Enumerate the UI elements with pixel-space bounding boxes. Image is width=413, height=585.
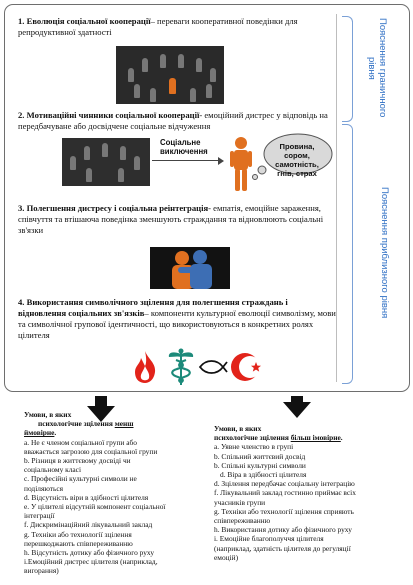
more-likely-conditions: Умови, в яких психологічне зцілення біль… (214, 424, 410, 562)
less-likely-emphasis: менш (114, 419, 134, 429)
proximal-level-label: Пояснення приблизного рівня (379, 187, 390, 319)
list-item: учасників групи (214, 497, 266, 507)
comfort-hug-image (150, 247, 230, 289)
list-item: вигорання) (24, 566, 59, 576)
section-3-number: 3. (18, 203, 25, 213)
section-3-title: Полегшення дистресу і соціальна реінтегр… (26, 203, 209, 213)
list-item: вважається загрозою для соціальної групи (24, 446, 158, 456)
list-item: (наприклад, здатність цілителя до регуля… (214, 543, 351, 553)
boundary-level-brace (342, 16, 353, 122)
list-item: e. У цілителі відсутній компонент соціал… (24, 502, 166, 512)
person-icon (169, 78, 176, 94)
list-item: h. Використання дотику або фізичного рух… (214, 525, 352, 535)
proximal-level-brace (342, 124, 353, 384)
list-item: b. Різниця в життєвому досвіді чи (24, 456, 131, 466)
diagram-frame (4, 4, 410, 392)
thought-bubble (252, 133, 333, 180)
section-4-text: 4. Використання символічного зцілення дл… (18, 297, 336, 341)
list-item: соціальному класі (24, 465, 82, 475)
list-item: f. Лікувальний заклад гостинно приймає в… (214, 488, 356, 498)
section-3-description: - емпатія, емоційне зараження, співчуття… (18, 203, 324, 235)
list-item: a. Уявне членство в групі (214, 442, 294, 452)
section-1-title: Еволюція соціальної кооперації (26, 16, 151, 26)
section-2-description: - емоційний дистрес у відповідь на перед… (18, 110, 328, 131)
social-exclusion-label: Соціальне виключення (160, 138, 208, 156)
list-item: i.Емоційний дистрес цілителя (наприклад, (24, 557, 158, 567)
emotions-text: Провина, сором, самотність, гнів, страх (275, 142, 319, 178)
list-item: c. Професійні культурні символи не (24, 474, 137, 484)
vertical-divider (336, 14, 337, 382)
list-item: d. Віра в здібності цілителя (220, 470, 307, 480)
flame-icon (135, 351, 156, 383)
list-item: емоцій) (214, 552, 239, 562)
fish-icon (198, 360, 228, 374)
section-1-text: 1. Еволюція соціальної кооперації– перев… (18, 16, 336, 38)
list-item: b. Спільні культурні символи (214, 460, 306, 470)
list-item: d. Відсутність віри в здібності цілителя (24, 492, 149, 502)
section-1-number: 1. (18, 16, 25, 26)
boundary-level-label: Пояснення граничного рівня (366, 18, 388, 118)
less-likely-conditions: Умови, в яких психологічне зцілення менш… (24, 410, 204, 576)
list-item: h. Відсутність дотику або фізичного руху (24, 548, 155, 558)
less-likely-emphasis-2: ймовірне (24, 428, 55, 438)
crowd-circle-image (116, 46, 224, 104)
list-item: перешкоджають співпереживанню (24, 538, 133, 548)
list-item: d. Зцілення передбачає соціальну інтегра… (214, 479, 355, 489)
more-likely-heading-2: психологічне зцілення (214, 433, 289, 443)
section-2-text: 2. Мотиваційні чинники соціальної коопер… (18, 110, 336, 132)
more-likely-heading-end: . (340, 433, 343, 443)
list-item: a. Не є членом соціальної групи або (24, 437, 137, 447)
less-likely-heading: психологічне зцілення менш (24, 419, 204, 428)
section-4-number: 4. (18, 297, 25, 307)
more-likely-emphasis: більш імовірне (290, 433, 341, 443)
less-likely-heading-1: Умови, в яких (24, 410, 72, 419)
list-item: b. Спільний життєвий досвід (214, 451, 306, 461)
list-item: поділяються (24, 483, 64, 493)
section-2-number: 2. (18, 110, 25, 120)
left-down-arrow (87, 406, 115, 422)
more-likely-heading: психологічне зцілення більш імовірне. (214, 433, 410, 442)
crescent-star-icon (231, 353, 261, 381)
more-likely-heading-1: Умови, в яких (214, 424, 262, 433)
section-3-text: 3. Полегшення дистресу і соціальна реінт… (18, 203, 336, 236)
exclusion-crowd-image (62, 138, 150, 186)
list-item: g. Техніки або технології зцілення (24, 529, 132, 539)
person-icon (230, 137, 252, 191)
list-item: інтеграції (24, 511, 55, 521)
section-1-description: – переваги кооперативної поведінки для р… (18, 16, 298, 37)
section-2-title: Мотиваційні чинники соціальної коопераці… (26, 110, 200, 120)
less-likely-heading-3: ймовірне. (24, 428, 204, 437)
section-4-title: Використання символічного зцілення для п… (18, 297, 288, 318)
less-likely-heading-2: психологічне зцілення (38, 419, 113, 429)
right-down-arrow-stem (291, 396, 303, 404)
section-4-description: – компоненти культурної еволюції символі… (18, 308, 336, 340)
list-item: співпереживанню (214, 516, 271, 526)
less-likely-heading-end: . (54, 428, 57, 438)
list-item: f. Дискримінаційний лікувальний заклад (24, 520, 153, 530)
caduceus-icon (168, 348, 194, 385)
list-item: i. Емоційне благополуччя цілителя (214, 534, 324, 544)
right-down-arrow (283, 402, 311, 418)
left-down-arrow-stem (95, 396, 107, 408)
exclusion-arrow-line (152, 160, 222, 161)
exclusion-arrowhead (218, 157, 224, 165)
list-item: g. Техніки або технології зцілення сприя… (214, 506, 354, 516)
